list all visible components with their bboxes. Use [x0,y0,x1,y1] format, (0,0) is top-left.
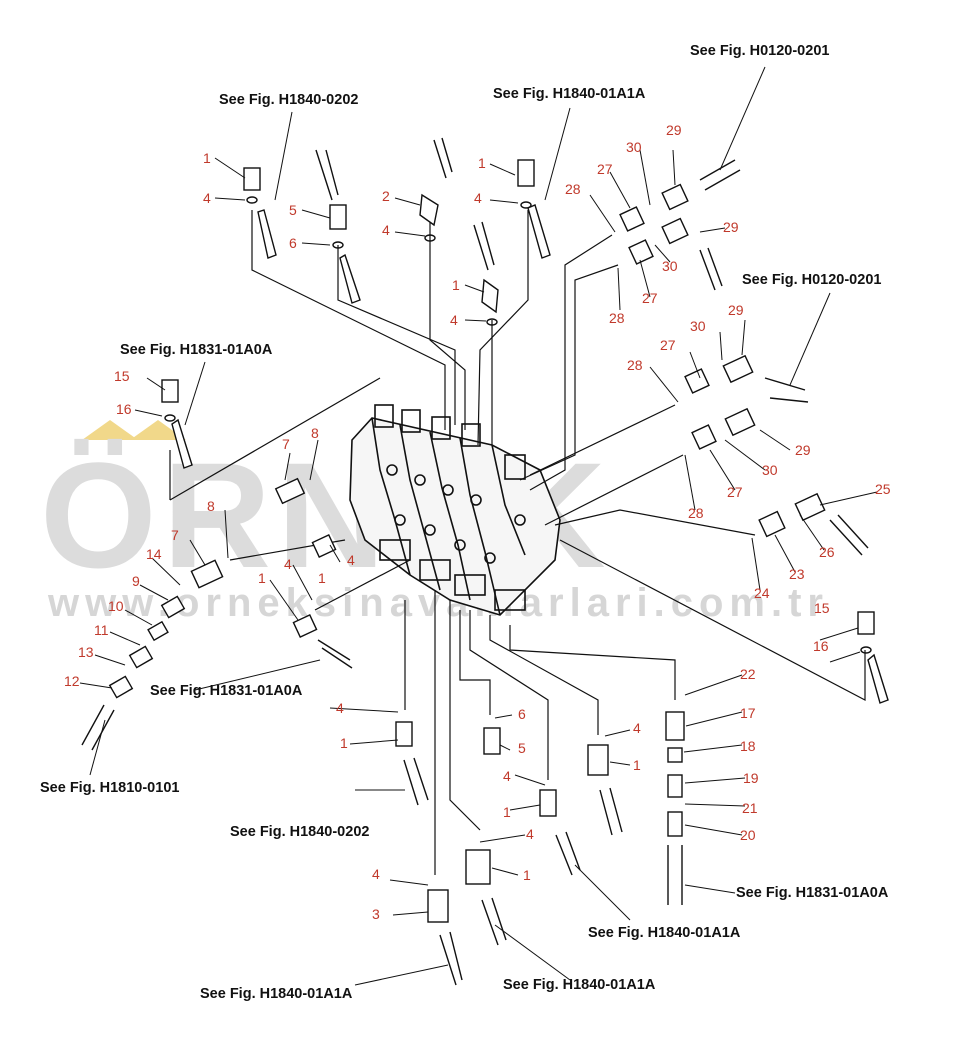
part-number: 5 [518,740,526,756]
part-number: 1 [340,735,348,751]
part-number: 30 [626,139,642,155]
part-number: 19 [743,770,759,786]
part-number: 18 [740,738,756,754]
ref-callout: See Fig. H1840-0202 [219,92,359,108]
fittings [81,137,889,986]
part-number: 16 [116,401,132,417]
part-number: 4 [347,552,355,568]
part-number: 1 [633,757,641,773]
part-number: 4 [382,222,390,238]
part-number: 28 [565,181,581,197]
part-number: 1 [503,804,511,820]
part-number: 27 [597,161,613,177]
part-number: 8 [311,425,319,441]
part-number: 4 [633,720,641,736]
part-number: 28 [609,310,625,326]
part-number: 29 [666,122,682,138]
part-number: 15 [114,368,130,384]
part-number: 1 [203,150,211,166]
part-number: 25 [875,481,891,497]
ref-callout: See Fig. H1810-0101 [40,780,180,796]
part-number: 28 [688,505,704,521]
part-number: 30 [762,462,778,478]
part-number: 6 [289,235,297,251]
part-number: 4 [450,312,458,328]
ref-callout: See Fig. H1840-01A1A [493,86,646,102]
part-number: 9 [132,573,140,589]
ref-callout: See Fig. H0120-0201 [690,43,830,59]
part-number: 29 [795,442,811,458]
part-number: 30 [662,258,678,274]
part-number: 4 [372,866,380,882]
part-number: 2 [382,188,390,204]
ref-callout: See Fig. H1840-01A1A [200,986,353,1002]
part-number: 13 [78,644,94,660]
part-number: 21 [742,800,758,816]
part-number: 1 [523,867,531,883]
routing-lines [169,210,866,875]
part-number: 11 [94,622,109,638]
part-number: 5 [289,202,297,218]
part-number: 4 [336,700,344,716]
part-number: 29 [723,219,739,235]
ref-callout: See Fig. H1840-01A1A [588,925,741,941]
part-number: 12 [64,673,80,689]
part-number: 14 [146,546,162,562]
part-number: 4 [284,556,292,572]
part-number: 4 [503,768,511,784]
part-number: 3 [372,906,380,922]
ref-callout: See Fig. H1831-01A0A [150,683,303,699]
part-number: 1 [318,570,326,586]
part-number: 27 [642,290,658,306]
part-number: 6 [518,706,526,722]
part-number: 15 [814,600,830,616]
part-number: 27 [660,337,676,353]
part-number: 26 [819,544,835,560]
ref-callout: See Fig. H1831-01A0A [120,342,273,358]
callout-leaders [79,66,878,986]
part-number: 7 [282,436,290,452]
part-number: 8 [207,498,215,514]
part-number: 1 [478,155,486,171]
part-number: 27 [727,484,743,500]
part-number: 22 [740,666,756,682]
part-number: 4 [203,190,211,206]
ref-callout: See Fig. H1840-01A1A [503,977,656,993]
part-number: 10 [108,598,124,614]
part-number: 7 [171,527,179,543]
ref-callout: See Fig. H0120-0201 [742,272,882,288]
part-number: 16 [813,638,829,654]
part-number: 4 [526,826,534,842]
part-number: 1 [452,277,460,293]
part-number: 23 [789,566,805,582]
part-number: 17 [740,705,756,721]
part-number: 4 [474,190,482,206]
part-number: 28 [627,357,643,373]
part-number: 30 [690,318,706,334]
ref-callout: See Fig. H1831-01A0A [736,885,889,901]
part-number: 29 [728,302,744,318]
part-number: 20 [740,827,756,843]
ref-callout: See Fig. H1840-0202 [230,824,370,840]
control-valve-block [349,404,561,616]
part-number: 1 [258,570,266,586]
watermark-mark-left [82,420,138,440]
part-number: 24 [754,585,770,601]
